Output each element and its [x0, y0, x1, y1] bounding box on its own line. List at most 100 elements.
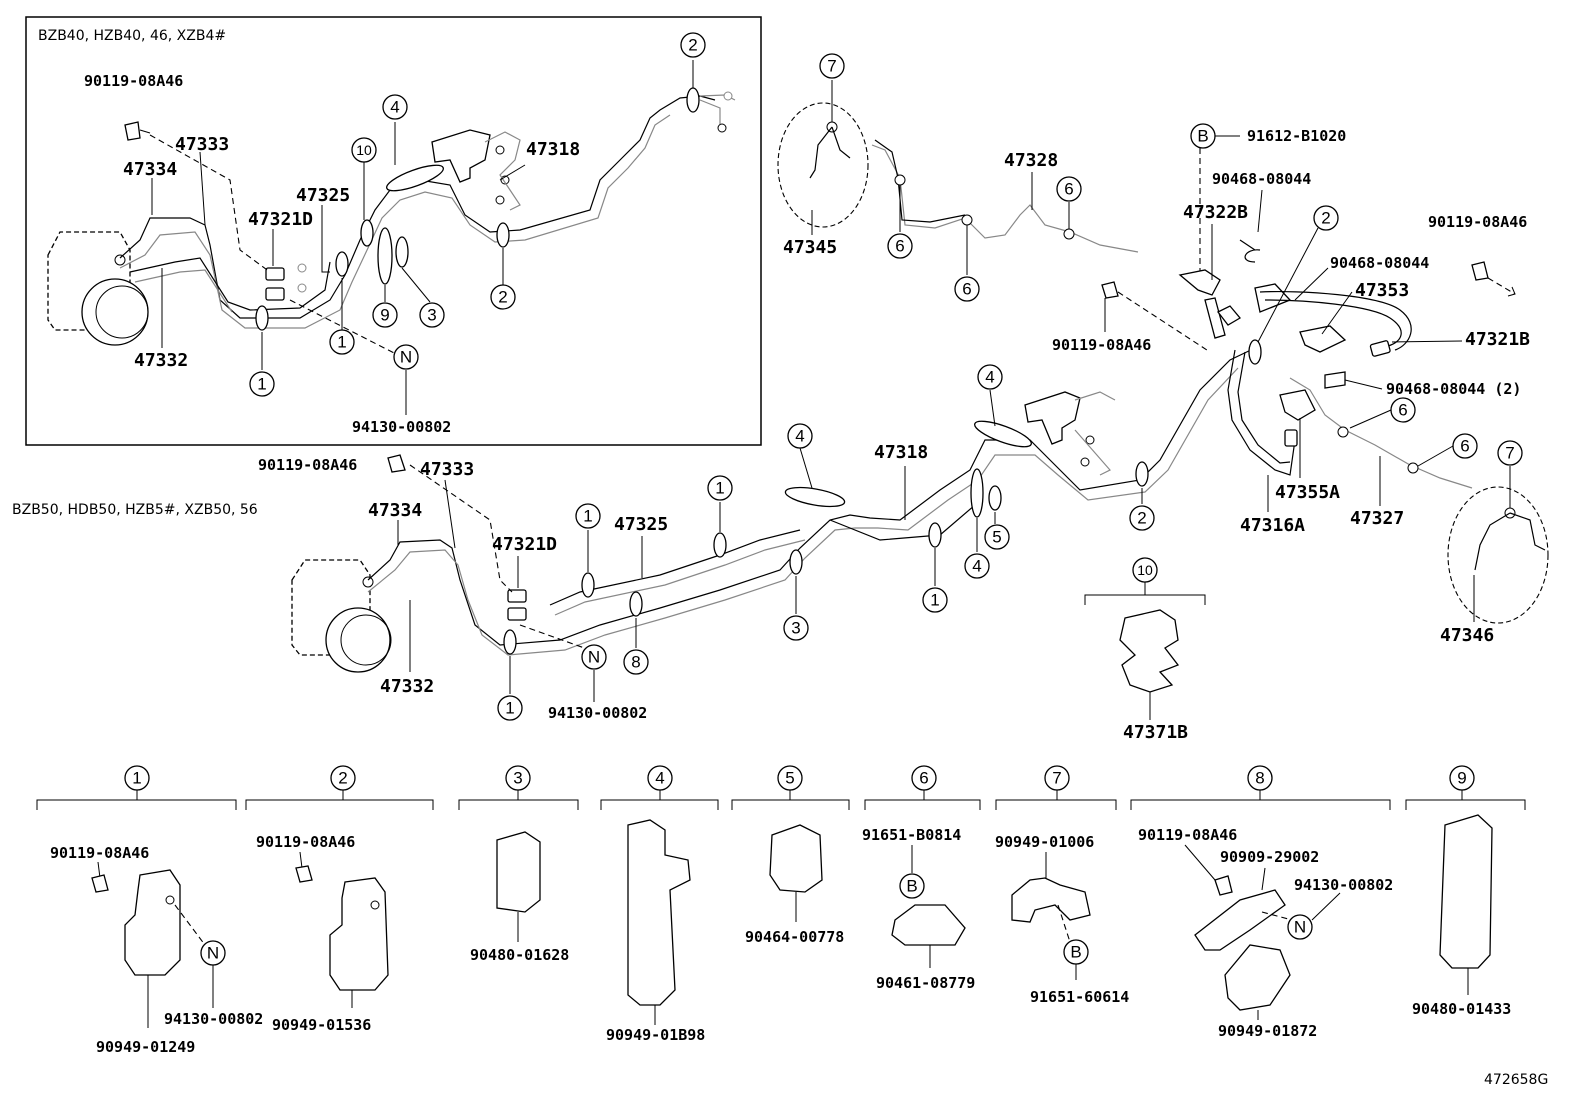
svg-text:7: 7 [1052, 769, 1061, 788]
svg-text:9: 9 [1457, 769, 1466, 788]
svg-text:6: 6 [1064, 180, 1073, 199]
svg-text:47318: 47318 [526, 139, 580, 160]
svg-text:N: N [207, 944, 219, 963]
bottom-row-3: 3 90480-01628 [458, 765, 579, 964]
svg-text:90468-08044: 90468-08044 [1330, 254, 1429, 272]
svg-text:1: 1 [583, 507, 592, 526]
svg-text:7: 7 [827, 57, 836, 76]
figure-id: 472658G [1484, 1072, 1548, 1088]
svg-text:6: 6 [919, 769, 928, 788]
svg-text:90909-29002: 90909-29002 [1220, 848, 1319, 866]
inset-assembly [47, 87, 736, 357]
svg-text:B: B [1197, 127, 1208, 146]
svg-text:90119-08A46: 90119-08A46 [84, 72, 183, 90]
svg-text:90480-01433: 90480-01433 [1412, 1000, 1511, 1018]
svg-text:5: 5 [992, 528, 1001, 547]
bottom-row-9: 9 90480-01433 [1405, 765, 1526, 1018]
svg-text:90461-08779: 90461-08779 [876, 974, 975, 992]
svg-text:47321D: 47321D [492, 534, 557, 555]
svg-text:4: 4 [972, 557, 981, 576]
svg-text:47334: 47334 [368, 500, 422, 521]
svg-text:94130-00802: 94130-00802 [164, 1010, 263, 1028]
svg-text:B: B [1070, 943, 1081, 962]
svg-text:4: 4 [655, 769, 664, 788]
bottom-row-7: 7 90949-01006 B 91651-60614 [995, 765, 1129, 1006]
inset-callouts: 2 4 10 2 9 3 1 1 N [249, 32, 706, 397]
svg-text:B: B [906, 877, 917, 896]
svg-text:47345: 47345 [783, 237, 837, 258]
svg-text:90468-08044: 90468-08044 [1212, 170, 1311, 188]
svg-text:1: 1 [132, 769, 141, 788]
svg-text:10: 10 [356, 142, 372, 158]
svg-text:2: 2 [1137, 509, 1146, 528]
svg-text:90949-01006: 90949-01006 [995, 833, 1094, 851]
svg-text:90949-01536: 90949-01536 [272, 1016, 371, 1034]
svg-text:1: 1 [930, 591, 939, 610]
svg-text:47328: 47328 [1004, 150, 1058, 171]
bottom-row-8: 8 90119-08A46 90909-29002 N 94130-00802 … [1130, 765, 1393, 1040]
bottom-row-2: 2 90119-08A46 90949-01536 [245, 765, 434, 1034]
bottom-row-6: 6 91651-B0814 B 90461-08779 [862, 765, 981, 992]
svg-text:47318: 47318 [874, 442, 928, 463]
svg-text:6: 6 [962, 280, 971, 299]
svg-text:90119-08A46: 90119-08A46 [50, 844, 149, 862]
svg-text:1: 1 [505, 699, 514, 718]
svg-text:2: 2 [498, 288, 507, 307]
svg-text:2: 2 [688, 36, 697, 55]
svg-text:6: 6 [1398, 401, 1407, 420]
svg-text:47325: 47325 [296, 185, 350, 206]
rear-labels: 47345 47328 7 6 6 6 B 91612-B1020 90468-… [783, 53, 1530, 646]
svg-text:91651-B0814: 91651-B0814 [862, 826, 961, 844]
svg-text:47371B: 47371B [1123, 722, 1188, 743]
svg-text:1: 1 [257, 375, 266, 394]
svg-text:1: 1 [715, 479, 724, 498]
svg-text:2: 2 [1321, 209, 1330, 228]
svg-text:3: 3 [513, 769, 522, 788]
svg-text:2: 2 [338, 769, 347, 788]
bottom-row-5: 5 90464-00778 [731, 765, 850, 946]
main-callouts: 1 1 4 4 3 8 1 N 1 4 5 2 [497, 364, 1155, 721]
svg-text:47316A: 47316A [1240, 515, 1305, 536]
svg-text:47325: 47325 [614, 514, 668, 535]
svg-text:94130-00802: 94130-00802 [352, 418, 451, 436]
svg-text:91612-B1020: 91612-B1020 [1247, 127, 1346, 145]
bottom-row-4: 4 90949-01B98 [600, 765, 719, 1044]
svg-text:6: 6 [895, 237, 904, 256]
svg-text:47333: 47333 [175, 134, 229, 155]
svg-text:7: 7 [1505, 444, 1514, 463]
svg-text:47353: 47353 [1355, 280, 1409, 301]
svg-text:8: 8 [1255, 769, 1264, 788]
detail-10: 10 47371B [1084, 557, 1206, 743]
main-labels: 90119-08A46 47333 47334 47332 47321D 473… [258, 389, 1143, 722]
svg-text:90480-01628: 90480-01628 [470, 946, 569, 964]
svg-text:90119-08A46: 90119-08A46 [258, 456, 357, 474]
svg-text:9: 9 [380, 306, 389, 325]
svg-text:47327: 47327 [1350, 508, 1404, 529]
svg-text:90119-08A46: 90119-08A46 [1138, 826, 1237, 844]
svg-text:90119-08A46: 90119-08A46 [256, 833, 355, 851]
svg-text:90464-00778: 90464-00778 [745, 928, 844, 946]
variant-bottom-label: BZB50, HDB50, HZB5#, XZB50, 56 [12, 502, 258, 518]
svg-text:N: N [1294, 918, 1306, 937]
svg-text:47355A: 47355A [1275, 482, 1340, 503]
svg-text:90119-08A46: 90119-08A46 [1052, 336, 1151, 354]
svg-text:10: 10 [1137, 562, 1153, 578]
svg-text:90949-01B98: 90949-01B98 [606, 1026, 705, 1044]
svg-text:5: 5 [785, 769, 794, 788]
inset-labels: 90119-08A46 47333 47334 47332 47325 4732… [84, 60, 694, 436]
svg-text:N: N [400, 348, 412, 367]
svg-text:47334: 47334 [123, 159, 177, 180]
svg-text:4: 4 [390, 98, 399, 117]
inset-frame [25, 16, 762, 446]
bottom-row-1: 1 90119-08A46 N 94130-00802 90949-01249 [36, 765, 263, 1056]
svg-text:4: 4 [985, 368, 994, 387]
svg-text:90119-08A46: 90119-08A46 [1428, 213, 1527, 231]
svg-text:90949-01249: 90949-01249 [96, 1038, 195, 1056]
svg-text:90468-08044 (2): 90468-08044 (2) [1386, 380, 1521, 398]
svg-text:47321D: 47321D [248, 209, 313, 230]
variant-top-label: BZB40, HZB40, 46, XZB4# [38, 28, 226, 44]
svg-text:6: 6 [1460, 437, 1469, 456]
svg-text:47332: 47332 [380, 676, 434, 697]
svg-text:47322B: 47322B [1183, 202, 1248, 223]
